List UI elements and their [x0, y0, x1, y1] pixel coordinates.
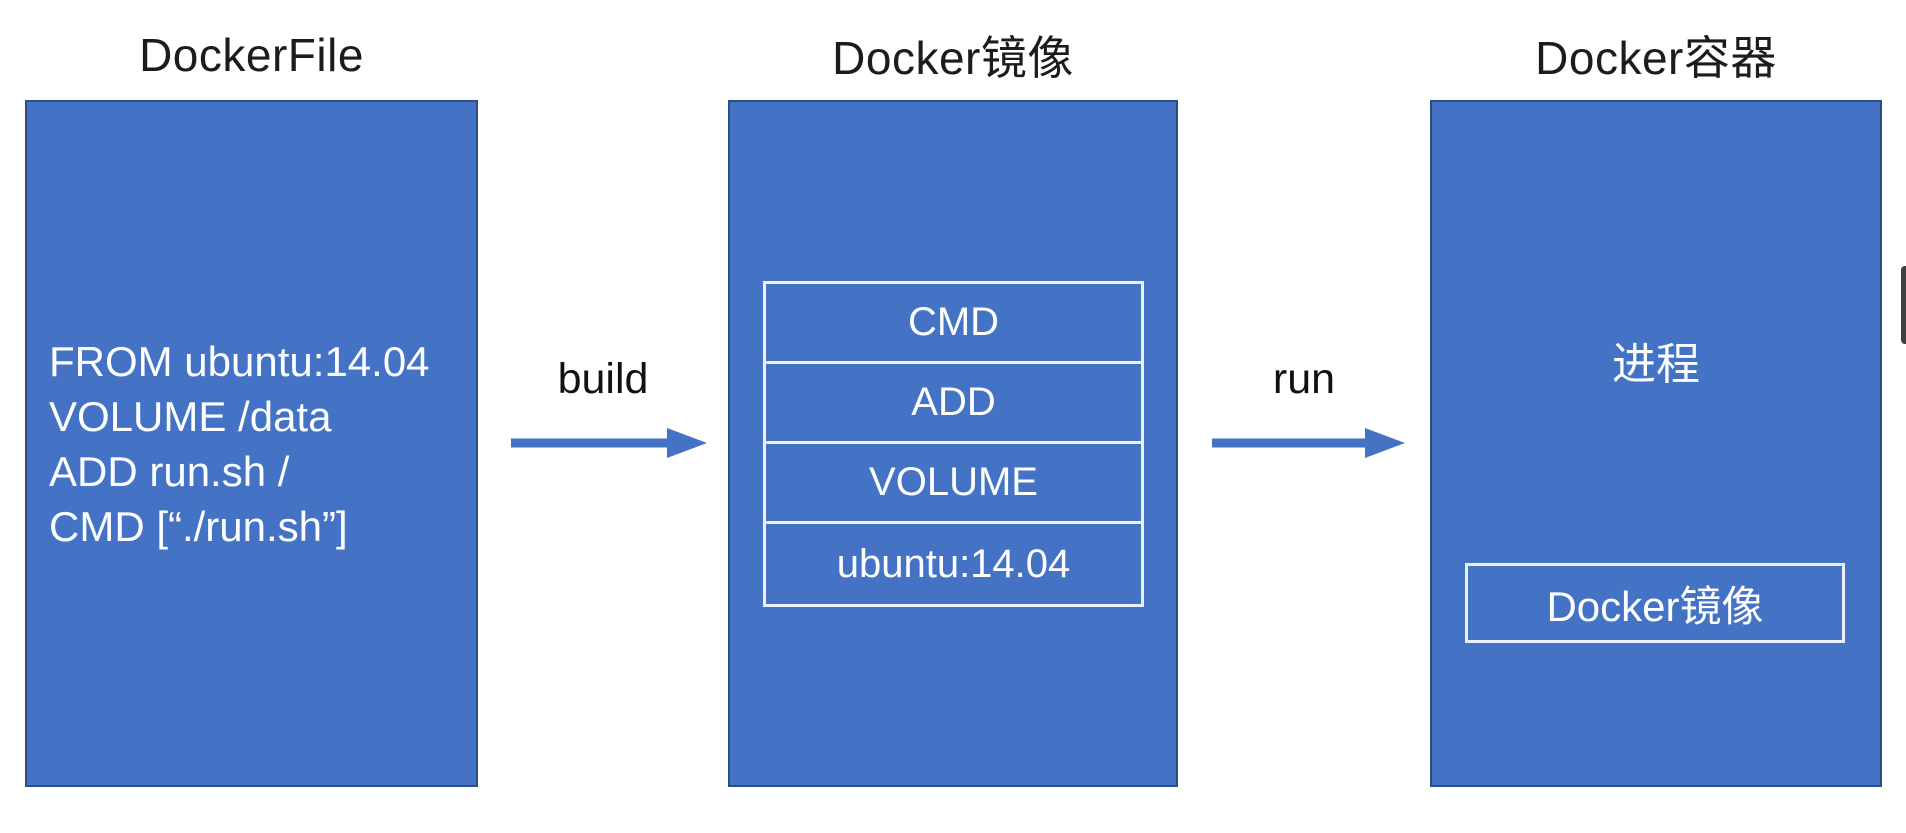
- docker-image-node: CMD ADD VOLUME ubuntu:14.04: [728, 100, 1178, 787]
- build-arrow-icon: [511, 428, 707, 458]
- docker-container-node: 进程 Docker镜像: [1430, 100, 1882, 787]
- image-layer-add: ADD: [766, 364, 1141, 444]
- docker-image-title: Docker镜像: [832, 32, 1074, 84]
- process-label: 进程: [1612, 340, 1700, 389]
- dockerfile-title: DockerFile: [139, 29, 364, 81]
- build-label: build: [557, 355, 649, 403]
- image-layer-base: ubuntu:14.04: [836, 541, 1071, 586]
- dockerfile-line-add: ADD run.sh /: [49, 447, 290, 495]
- image-layer-volume: VOLUME: [766, 444, 1141, 524]
- container-image-chip-label: Docker镜像: [1546, 582, 1764, 630]
- dockerfile-line-volume: VOLUME /data: [49, 392, 332, 440]
- container-image-chip: Docker镜像: [1465, 563, 1845, 643]
- dockerfile-line-from: FROM ubuntu:14.04: [49, 337, 430, 385]
- image-layer-cmd: CMD: [766, 284, 1141, 364]
- dockerfile-node: FROM ubuntu:14.04 VOLUME /data ADD run.s…: [25, 100, 478, 787]
- edge-artifact: [1901, 266, 1906, 344]
- docker-container-title: Docker容器: [1535, 32, 1777, 84]
- run-label: run: [1272, 355, 1336, 403]
- run-arrow-icon: [1212, 428, 1405, 458]
- dockerfile-line-cmd: CMD [“./run.sh”]: [49, 502, 348, 550]
- image-layer-stack: CMD ADD VOLUME ubuntu:14.04: [763, 281, 1144, 607]
